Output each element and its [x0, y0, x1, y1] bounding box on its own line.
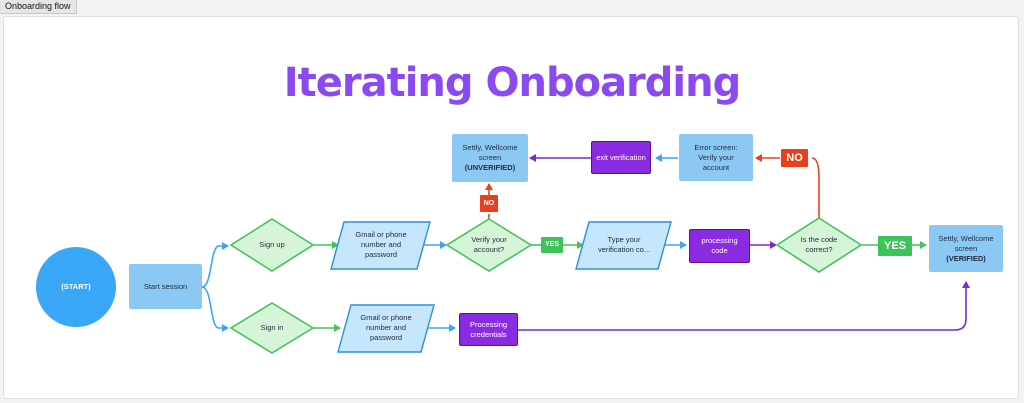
- sign-in-label: Sign in: [260, 323, 284, 332]
- unverified-screen-box[interactable]: Settly, Wellcome screen (UNVERIFIED): [452, 134, 528, 182]
- gmail-signup-line-3: password: [364, 250, 398, 259]
- parallelogram-type-code[interactable]: [575, 221, 672, 270]
- verified-screen-line-2: screen: [954, 243, 978, 253]
- type-code-label: Type your verification co...: [583, 234, 665, 256]
- type-code-line-1: Type your: [607, 235, 641, 244]
- error-screen-line-2: Verify your: [698, 152, 734, 162]
- is-code-correct-line-1: Is the code: [800, 235, 838, 244]
- page-title: Iterating Onboarding: [283, 60, 741, 106]
- unverified-screen-line-3: (UNVERIFIED): [464, 163, 516, 172]
- error-screen-line-1: Error screen:: [694, 142, 738, 152]
- parallelogram-gmail-signin[interactable]: [337, 304, 435, 353]
- gmail-signin-line-3: password: [369, 333, 403, 342]
- processing-code-line-2: code: [711, 246, 728, 255]
- no-label-verify: NO: [480, 195, 498, 212]
- yes-label-verify: YES: [541, 237, 563, 253]
- processing-credentials-line-1: Processing: [469, 319, 508, 329]
- yes-label-correct: YES: [878, 236, 912, 256]
- gmail-signin-label: Gmail or phone number and password: [345, 312, 427, 344]
- start-session-box[interactable]: Start session: [129, 264, 202, 309]
- gmail-signup-line-2: number and: [360, 240, 402, 249]
- unverified-screen-line-1: Settly, Wellcome: [462, 143, 518, 152]
- verified-screen-box[interactable]: Settly, Wellcome screen (VERIFIED): [929, 225, 1003, 272]
- processing-code-line-1: processing: [701, 236, 738, 245]
- gmail-signup-label: Gmail or phone number and password: [340, 229, 422, 261]
- verify-account-line-2: account?: [473, 245, 505, 254]
- arrow-credentials-verified: [518, 281, 970, 331]
- verify-account-line-1: Verify your: [471, 235, 507, 244]
- diamond-sign-up[interactable]: [229, 218, 315, 272]
- error-screen-line-3: account: [702, 162, 730, 172]
- no-label-correct: NO: [781, 149, 808, 167]
- gmail-signin-line-2: number and: [365, 323, 407, 332]
- processing-credentials-line-2: credentials: [470, 329, 507, 339]
- arrow-to-sign-in: [201, 286, 229, 332]
- exit-verification-box[interactable]: exit verification: [591, 141, 651, 174]
- verified-screen-line-1: Settly, Wellcome: [938, 233, 994, 243]
- start-circle[interactable]: [36, 247, 116, 327]
- gmail-signup-line-1: Gmail or phone: [355, 230, 407, 239]
- tab-onboarding-flow[interactable]: Onboarding flow: [0, 0, 77, 14]
- processing-credentials-box[interactable]: Processing credentials: [459, 313, 518, 346]
- type-code-line-2: verification co...: [597, 245, 651, 254]
- diamond-is-code-correct[interactable]: [775, 217, 863, 273]
- is-code-correct-label: Is the code correct?: [782, 234, 856, 256]
- error-screen-box[interactable]: Error screen: Verify your account: [679, 134, 753, 181]
- gmail-signin-line-1: Gmail or phone: [360, 313, 412, 322]
- diamond-sign-in[interactable]: [229, 302, 315, 354]
- line-correct-no: [811, 157, 820, 218]
- arrow-to-sign-up: [201, 242, 229, 288]
- sign-up-label: Sign up: [259, 240, 285, 249]
- is-code-correct-line-2: correct?: [805, 245, 833, 254]
- parallelogram-gmail-signup[interactable]: [330, 221, 431, 270]
- diamond-verify-account[interactable]: [445, 218, 533, 272]
- start-label: (START): [61, 282, 91, 291]
- verified-screen-line-3: (VERIFIED): [946, 253, 986, 263]
- processing-code-box[interactable]: processing code: [689, 229, 750, 263]
- verify-account-label: Verify your account?: [452, 234, 526, 256]
- unverified-screen-line-2: screen: [478, 153, 502, 162]
